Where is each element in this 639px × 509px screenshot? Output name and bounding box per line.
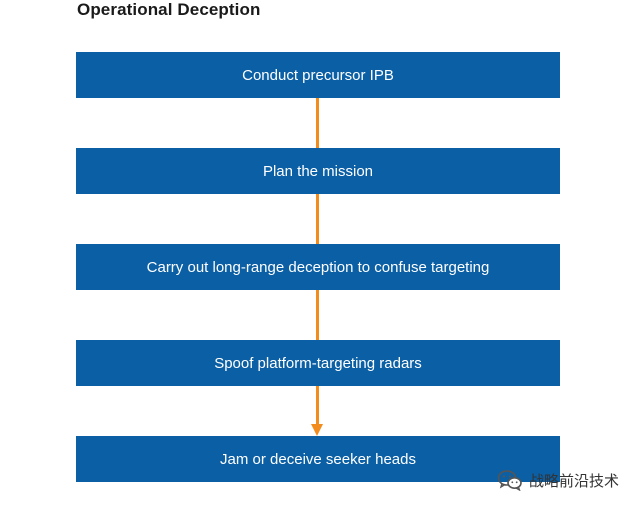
- arrow-down-icon: [311, 424, 323, 436]
- connector-line: [316, 194, 319, 244]
- connector-line: [316, 290, 319, 340]
- watermark-text: 战略前沿技术: [528, 471, 619, 490]
- step-box-precursor-ipb: Conduct precursor IPB: [76, 52, 560, 98]
- connector-line: [316, 386, 319, 426]
- connector-line: [316, 98, 319, 148]
- wechat-icon: [497, 469, 523, 491]
- diagram-title: Operational Deception: [77, 0, 261, 19]
- step-box-spoof-radars: Spoof platform-targeting radars: [76, 340, 560, 386]
- step-box-jam-seeker-heads: Jam or deceive seeker heads: [76, 436, 560, 482]
- step-box-long-range-deception: Carry out long-range deception to confus…: [76, 244, 560, 290]
- step-box-plan-mission: Plan the mission: [76, 148, 560, 194]
- watermark: 战略前沿技术: [497, 469, 619, 491]
